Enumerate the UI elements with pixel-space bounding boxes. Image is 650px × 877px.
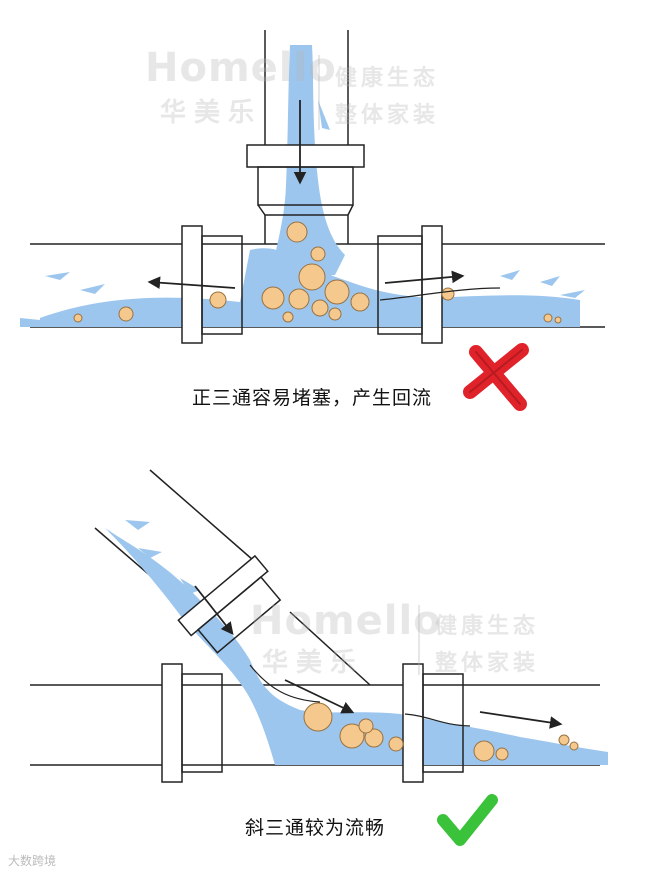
check-mark-icon	[437, 794, 498, 846]
watermark-brand-cn-top: 华美乐	[160, 98, 263, 128]
watermark-brand-top: Homello	[145, 45, 337, 91]
bottom-right-arrow	[479, 711, 563, 729]
source-mark: 大数跨境	[8, 854, 57, 868]
watermark-tag-line1-top: 健康生态	[335, 66, 440, 91]
watermark-brand-cn-bottom: 华美乐	[262, 648, 365, 678]
top-left-arrow	[147, 276, 236, 289]
cross-mark-icon	[463, 343, 529, 411]
watermark-brand-bottom: Homello	[250, 598, 442, 644]
watermark-tag-line1-bottom: 健康生态	[435, 614, 540, 639]
watermark-tag-line2-top: 整体家装	[335, 103, 440, 128]
bottom-middle-arrow	[284, 679, 355, 714]
watermark-separator-top	[318, 55, 320, 130]
watermark-separator-bottom	[418, 605, 420, 675]
watermark-tag-line2-bottom: 整体家装	[435, 651, 540, 676]
straight-tee-diagram	[20, 30, 605, 344]
bottom-diagonal-arrow	[194, 585, 234, 635]
top-right-arrow	[384, 270, 465, 284]
caption-straight-tee: 正三通容易堵塞，产生回流	[192, 387, 433, 409]
caption-oblique-tee: 斜三通较为流畅	[245, 817, 386, 839]
bottom-water-flow	[105, 528, 608, 765]
oblique-tee-diagram	[30, 469, 608, 783]
